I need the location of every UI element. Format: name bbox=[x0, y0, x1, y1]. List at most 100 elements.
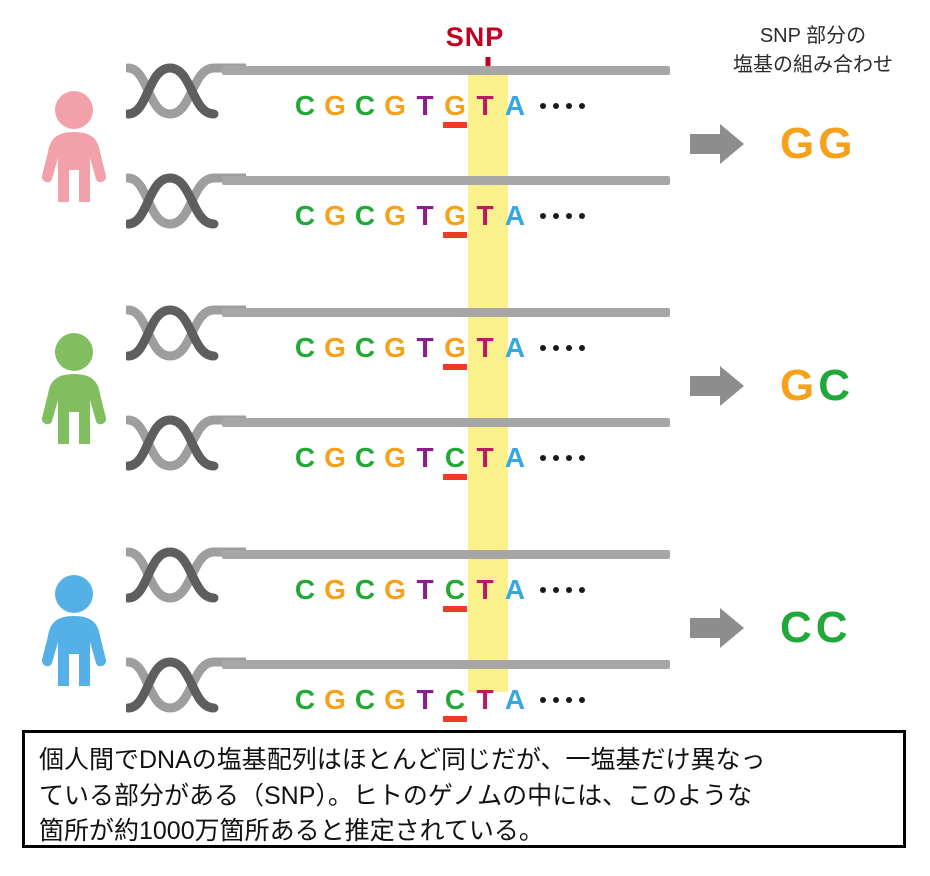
genotype-letter: G bbox=[780, 361, 819, 410]
base-letter: G bbox=[384, 332, 406, 363]
genotype-letter: G bbox=[818, 119, 857, 168]
sequence-ellipsis-icon bbox=[530, 684, 610, 716]
base-letter: T bbox=[416, 90, 434, 121]
base-letter: C bbox=[354, 442, 376, 473]
base-letter: C bbox=[294, 200, 316, 231]
base-letter: A bbox=[504, 332, 526, 363]
base-letter: A bbox=[504, 574, 526, 605]
base-letter: T bbox=[416, 442, 434, 473]
sequence-ellipsis-icon bbox=[530, 90, 610, 122]
base-letter: T bbox=[476, 200, 494, 231]
result-right-arrow-icon bbox=[690, 123, 744, 165]
dna-helix-icon bbox=[123, 546, 251, 604]
snp-base-letter: C bbox=[440, 442, 470, 480]
snp-underline-marker bbox=[443, 474, 467, 480]
caption-box: 個人間でDNAの塩基配列はほとんど同じだが、一塩基だけ異なっ ている部分がある（… bbox=[22, 730, 906, 848]
base-letter: A bbox=[504, 442, 526, 473]
genotype-result: CC bbox=[780, 606, 852, 650]
base-letter: T bbox=[416, 684, 434, 715]
dna-backbone bbox=[222, 660, 670, 669]
base-letter: G bbox=[324, 442, 346, 473]
base-letter: G bbox=[324, 332, 346, 363]
genotype-letter: C bbox=[815, 603, 852, 652]
base-letter: G bbox=[384, 574, 406, 605]
base-letter: C bbox=[354, 200, 376, 231]
base-letter: C bbox=[354, 574, 376, 605]
dna-backbone bbox=[222, 418, 670, 427]
base-letter: T bbox=[476, 442, 494, 473]
dna-backbone bbox=[222, 308, 670, 317]
base-letter: G bbox=[324, 574, 346, 605]
base-letter: C bbox=[294, 90, 316, 121]
right-header-line1: SNP 部分の bbox=[759, 25, 867, 47]
base-letter: G bbox=[324, 90, 346, 121]
snp-underline-marker bbox=[443, 122, 467, 128]
dna-helix-icon bbox=[123, 304, 251, 362]
sequence-ellipsis-icon bbox=[530, 442, 610, 474]
base-letter: A bbox=[504, 200, 526, 231]
dna-backbone bbox=[222, 550, 670, 559]
base-letter: C bbox=[294, 442, 316, 473]
base-letter: G bbox=[324, 684, 346, 715]
right-header: SNP 部分の 塩基の組み合わせ bbox=[700, 22, 926, 80]
base-letter: C bbox=[294, 332, 316, 363]
base-letter: T bbox=[476, 684, 494, 715]
snp-underline-marker bbox=[443, 364, 467, 370]
base-letter: T bbox=[416, 200, 434, 231]
base-letter: T bbox=[416, 574, 434, 605]
snp-label: SNP bbox=[445, 22, 505, 52]
base-letter: T bbox=[476, 574, 494, 605]
base-letter: A bbox=[504, 684, 526, 715]
person-figure-pink bbox=[38, 90, 110, 202]
snp-base-letter: G bbox=[440, 90, 470, 128]
base-letter: C bbox=[294, 684, 316, 715]
snp-underline-marker bbox=[443, 232, 467, 238]
base-letter: A bbox=[504, 90, 526, 121]
base-letter: T bbox=[476, 90, 494, 121]
base-letter: G bbox=[324, 200, 346, 231]
right-header-line2: 塩基の組み合わせ bbox=[733, 54, 893, 76]
snp-base-letter: G bbox=[440, 332, 470, 370]
sequence-ellipsis-icon bbox=[530, 200, 610, 232]
sequence-ellipsis-icon bbox=[530, 332, 610, 364]
base-letter: T bbox=[416, 332, 434, 363]
dna-helix-icon bbox=[123, 62, 251, 120]
dna-helix-icon bbox=[123, 656, 251, 714]
genotype-letter: C bbox=[780, 603, 816, 652]
genotype-letter: G bbox=[780, 119, 819, 168]
person-figure-blue bbox=[38, 574, 110, 686]
dna-backbone bbox=[222, 66, 670, 75]
base-letter: G bbox=[384, 684, 406, 715]
sequence-ellipsis-icon bbox=[530, 574, 610, 606]
snp-base-letter: C bbox=[440, 684, 470, 722]
genotype-letter: C bbox=[818, 361, 855, 410]
caption-text: 個人間でDNAの塩基配列はほとんど同じだが、一塩基だけ異なっ ている部分がある（… bbox=[39, 746, 766, 845]
base-letter: G bbox=[384, 442, 406, 473]
dna-backbone bbox=[222, 176, 670, 185]
base-letter: T bbox=[476, 332, 494, 363]
person-figure-green bbox=[38, 332, 110, 444]
snp-base-letter: C bbox=[440, 574, 470, 612]
result-right-arrow-icon bbox=[690, 365, 744, 407]
base-letter: C bbox=[354, 90, 376, 121]
snp-highlight-band bbox=[468, 66, 508, 692]
genotype-result: GG bbox=[780, 122, 856, 166]
snp-underline-marker bbox=[443, 606, 467, 612]
base-letter: G bbox=[384, 200, 406, 231]
base-letter: C bbox=[294, 574, 316, 605]
dna-helix-icon bbox=[123, 414, 251, 472]
genotype-result: GC bbox=[780, 364, 854, 408]
dna-helix-icon bbox=[123, 172, 251, 230]
base-letter: G bbox=[384, 90, 406, 121]
snp-base-letter: G bbox=[440, 200, 470, 238]
snp-underline-marker bbox=[443, 716, 467, 722]
result-right-arrow-icon bbox=[690, 607, 744, 649]
base-letter: C bbox=[354, 332, 376, 363]
base-letter: C bbox=[354, 684, 376, 715]
